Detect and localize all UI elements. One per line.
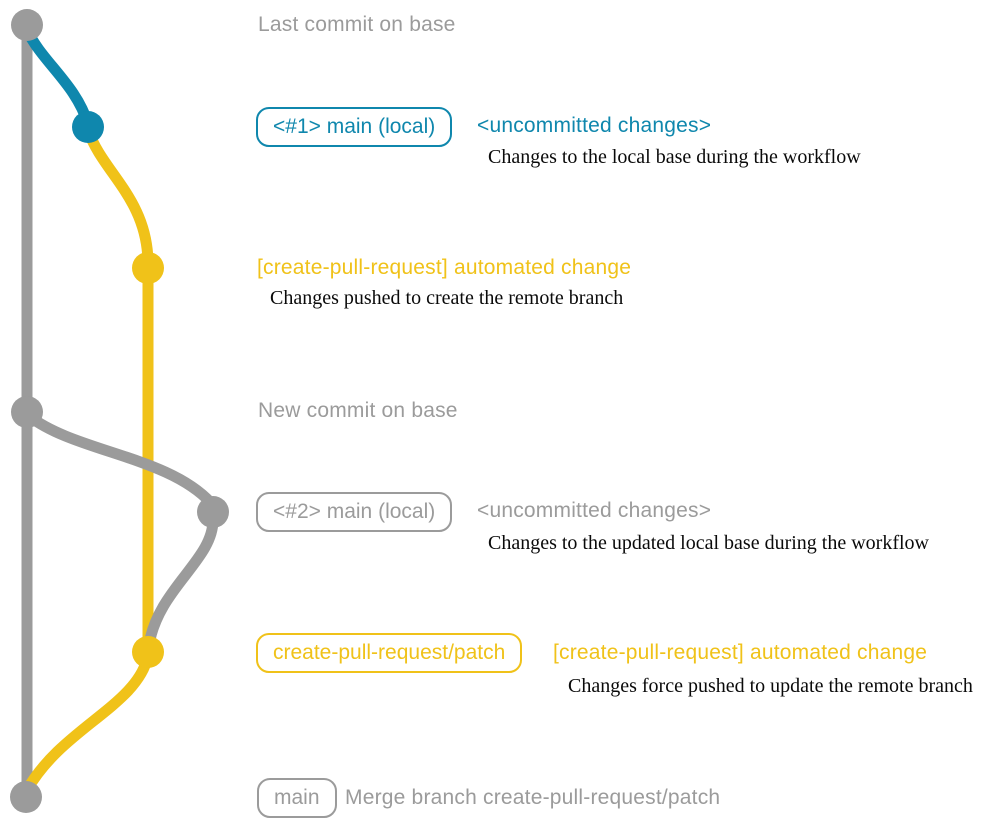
- local-changes-caption-2: Changes to the updated local base during…: [488, 532, 929, 554]
- commit-graph: [10, 9, 229, 813]
- rebase-out-curve: [23, 410, 217, 509]
- uncommitted-changes-label-2: <uncommitted changes>: [477, 499, 712, 522]
- commit-node-merge: [10, 781, 42, 813]
- commit-node-branch-2: [132, 636, 164, 668]
- branch-badge-patch: create-pull-request/patch: [256, 633, 523, 673]
- merge-curve: [21, 650, 154, 796]
- new-commit-label: New commit on base: [258, 399, 458, 422]
- push-caption-1: Changes pushed to create the remote bran…: [270, 287, 624, 309]
- commit-node-base-last: [11, 9, 43, 41]
- push-caption-2: Changes force pushed to update the remot…: [568, 675, 973, 697]
- commit-node-branch-1: [132, 252, 164, 284]
- commit-node-base-new: [11, 396, 43, 428]
- automated-change-title-2: [create-pull-request] automated change: [553, 641, 928, 664]
- branch-badge-main: main: [257, 778, 337, 818]
- branch-badge-main-local-2: <#2> main (local): [256, 492, 453, 532]
- automated-change-title-1: [create-pull-request] automated change: [257, 256, 632, 279]
- rebase-in-curve: [143, 513, 219, 651]
- uncommitted-changes-label-1: <uncommitted changes>: [477, 114, 712, 137]
- local-change-curve: [21, 24, 94, 130]
- last-commit-label: Last commit on base: [258, 13, 456, 36]
- commit-node-local-1: [72, 111, 104, 143]
- branch-create-curve: [82, 124, 154, 268]
- local-changes-caption-1: Changes to the local base during the wor…: [488, 146, 861, 168]
- merge-commit-message: Merge branch create-pull-request/patch: [345, 786, 721, 809]
- branch-badge-main-local-1: <#1> main (local): [256, 107, 453, 147]
- commit-node-local-2: [197, 496, 229, 528]
